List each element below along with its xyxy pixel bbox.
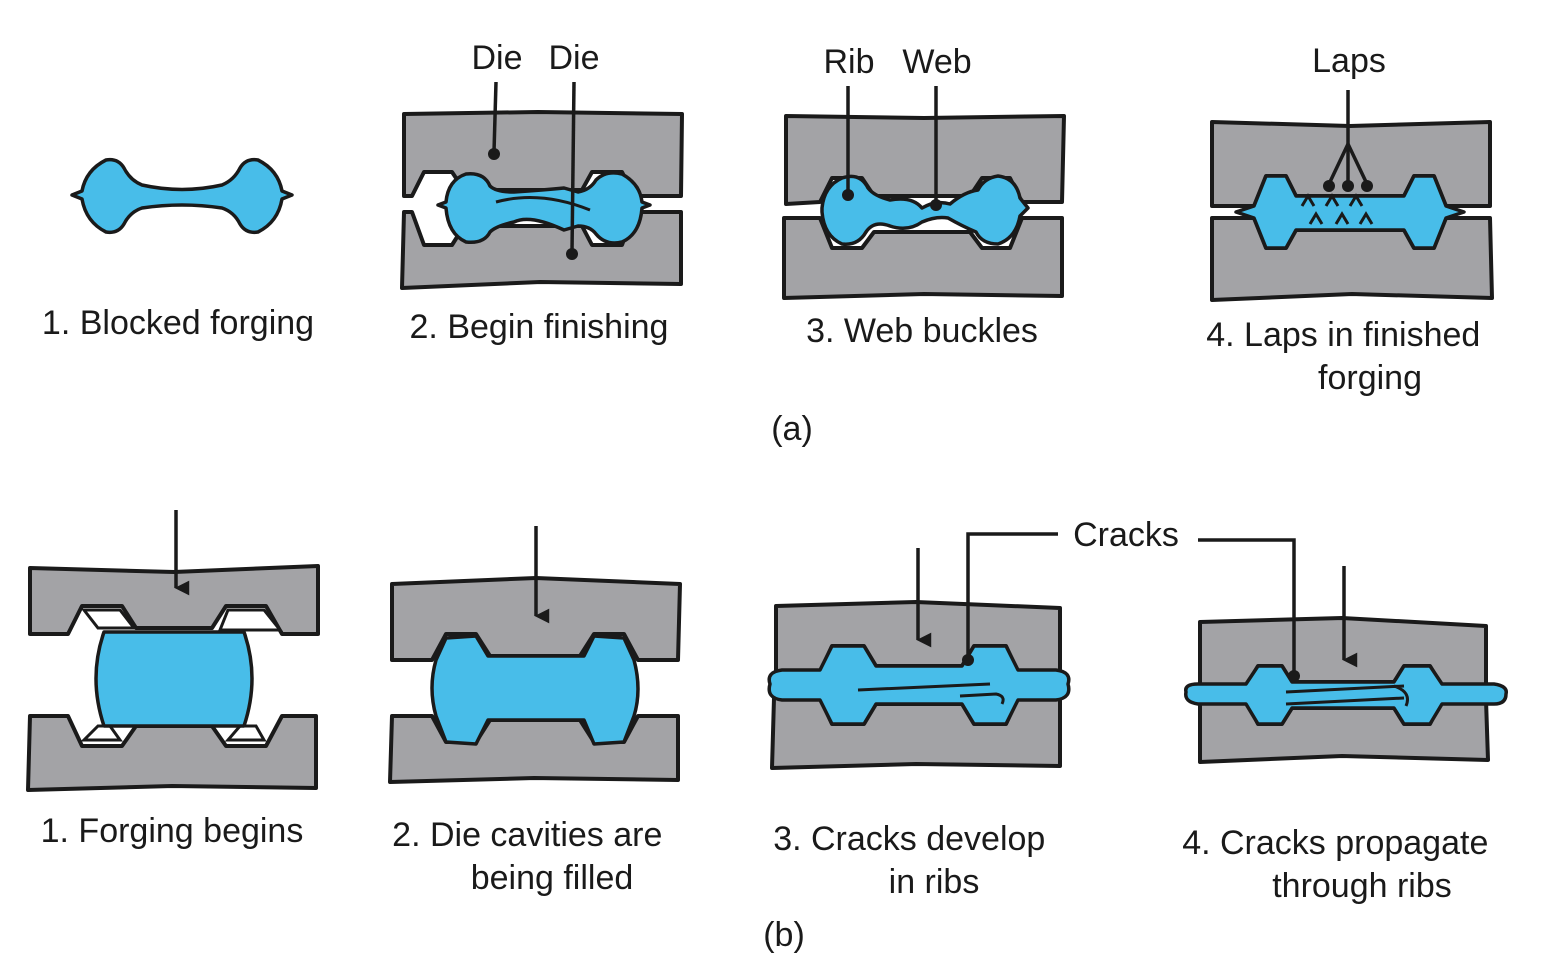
part-b-label: (b) <box>763 916 805 954</box>
step-b3-caption: 3. Cracks develop in ribs <box>773 820 1055 901</box>
step-b2-caption: 2. Die cavities are being filled <box>392 816 672 897</box>
forging-metal <box>430 634 640 746</box>
forging-metal <box>1234 174 1466 250</box>
step-a4-caption: 4. Laps in finished forging <box>1206 316 1490 397</box>
cavities-filling-figure <box>388 526 682 784</box>
cracks-develop-figure <box>767 532 1071 770</box>
forging-metal <box>1184 664 1508 726</box>
upper-die <box>28 564 320 636</box>
lower-die <box>770 696 1062 770</box>
part-a-label: (a) <box>771 410 813 448</box>
step-a3-caption: 3. Web buckles <box>806 312 1038 350</box>
step-b1-caption: 1. Forging begins <box>41 812 304 850</box>
web-buckles-figure <box>782 86 1066 300</box>
lower-die <box>388 714 680 784</box>
lower-die <box>782 216 1064 300</box>
rib-callout: Rib <box>823 43 874 81</box>
upper-die <box>402 110 684 198</box>
upper-die <box>784 114 1066 206</box>
die-callout-right: Die <box>548 39 599 77</box>
laps-callout: Laps <box>1312 42 1386 80</box>
step-b4-caption: 4. Cracks propagate through ribs <box>1182 824 1498 905</box>
lap-marks <box>1300 193 1374 225</box>
forging-metal <box>820 174 1030 246</box>
begin-finishing-figure <box>400 81 684 290</box>
step-a2-caption: 2. Begin finishing <box>410 308 669 346</box>
crack-lines <box>857 682 1005 705</box>
step-a1-caption: 1. Blocked forging <box>42 304 314 342</box>
step-a1-caption-line: 1. Blocked forging <box>42 304 314 342</box>
crack-lines <box>1285 684 1409 707</box>
die-callout-left: Die <box>471 39 522 77</box>
laps-figure <box>1210 90 1494 302</box>
lower-die <box>26 714 318 792</box>
forging-metal <box>767 644 1071 726</box>
forging-metal <box>94 630 254 728</box>
cracks-callout: Cracks <box>1073 516 1179 554</box>
upper-die <box>1210 120 1492 208</box>
forging-metal <box>436 171 652 245</box>
blocked-forging-shape <box>70 157 294 235</box>
forging-begins-figure <box>26 510 320 792</box>
cracks-propagate-figure <box>1184 538 1508 764</box>
web-callout: Web <box>902 43 971 81</box>
